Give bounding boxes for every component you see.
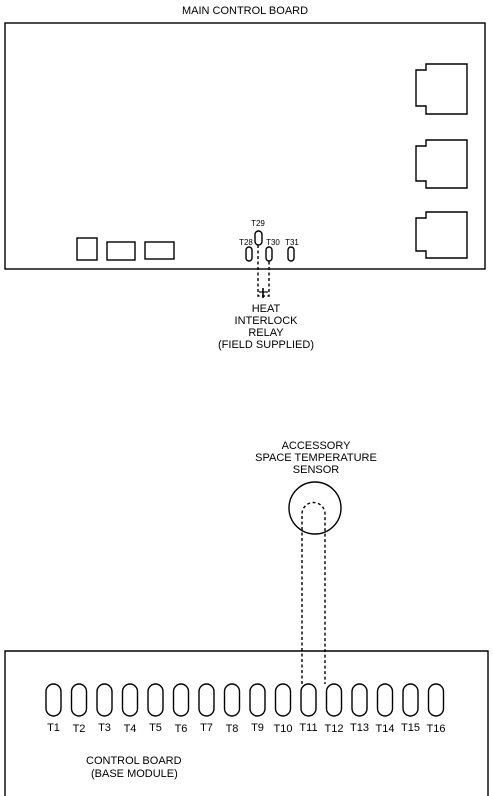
component-box-2	[106, 241, 136, 261]
terminal-label-t15: T15	[401, 722, 420, 734]
sensor-wire	[301, 501, 326, 684]
terminal-t16	[427, 683, 445, 717]
terminal-t4	[121, 683, 139, 717]
space-temperature-sensor	[288, 481, 342, 535]
terminal-t5	[147, 683, 164, 717]
base-board-label-2: (BASE MODULE)	[91, 768, 178, 780]
terminal-t30	[265, 246, 273, 262]
base-terminal-strip: T1 T2 T3 T4 T5 T6 T7 T8 T9 T10 T11 T12 T13 T14 T15 T16	[45, 683, 446, 735]
relay-label-3: RELAY	[248, 327, 284, 339]
terminal-t14	[376, 683, 394, 717]
terminal-label-t16: T16	[427, 723, 446, 735]
terminal-t28	[245, 246, 253, 262]
terminal-label-t9: T9	[251, 722, 264, 734]
relay-label-4: (FIELD SUPPLIED)	[218, 339, 314, 351]
sensor-label-1: ACCESSORY	[282, 440, 352, 452]
main-control-board	[4, 22, 486, 270]
sensor-label-2: SPACE TEMPERATURE	[255, 452, 377, 464]
terminal-label-t30: T30	[266, 238, 280, 247]
terminal-t7	[198, 683, 215, 717]
terminal-label-t28: T28	[239, 238, 253, 247]
relay-label-2: INTERLOCK	[235, 315, 299, 327]
connector-3	[415, 211, 468, 259]
base-board-label-1: CONTROL BOARD	[86, 755, 182, 767]
terminal-label-t8: T8	[226, 723, 239, 735]
relay-label-1: HEAT	[252, 303, 281, 315]
terminal-label-t10: T10	[274, 723, 293, 735]
terminal-t2	[70, 683, 88, 717]
terminal-label-t1: T1	[47, 722, 60, 734]
terminal-label-t2: T2	[73, 723, 86, 735]
terminal-t8	[223, 683, 241, 717]
terminal-t9	[249, 683, 266, 717]
terminal-label-t12: T12	[325, 723, 344, 735]
terminal-label-t11: T11	[299, 722, 317, 734]
terminal-t3	[96, 683, 113, 717]
terminal-t12	[325, 683, 343, 717]
terminal-t31	[287, 246, 295, 262]
component-box-3	[144, 241, 175, 260]
connector-1	[415, 63, 468, 115]
terminal-t29	[254, 230, 263, 246]
terminal-t13	[351, 683, 368, 717]
terminal-t1	[45, 683, 62, 717]
terminal-label-t29: T29	[251, 219, 265, 228]
terminal-label-t7: T7	[200, 722, 213, 734]
sensor-label-3: SENSOR	[293, 464, 340, 476]
main-board-title: MAIN CONTROL BOARD	[182, 5, 308, 17]
terminal-t15	[402, 683, 419, 717]
connector-2	[415, 139, 468, 189]
terminal-label-t31: T31	[285, 238, 299, 247]
component-box-1	[76, 237, 98, 261]
terminal-label-t4: T4	[124, 723, 137, 735]
terminal-label-t6: T6	[175, 723, 188, 735]
terminal-label-t14: T14	[376, 723, 395, 735]
terminal-t10	[274, 683, 292, 717]
terminal-label-t13: T13	[350, 722, 369, 734]
terminal-label-t3: T3	[98, 722, 111, 734]
terminal-t6	[172, 683, 190, 717]
terminal-t11	[300, 683, 317, 717]
terminal-label-t5: T5	[149, 722, 162, 734]
base-control-board	[4, 650, 489, 796]
